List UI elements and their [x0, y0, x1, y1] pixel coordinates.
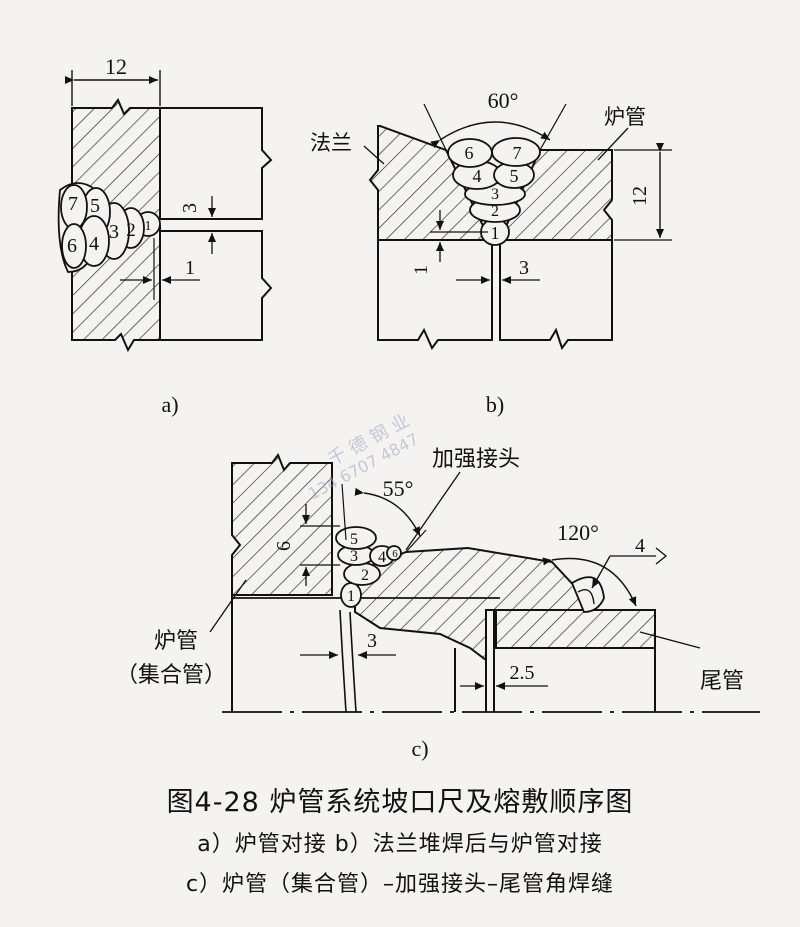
- panel-c-header-tube: [231, 452, 333, 596]
- panel-b-pass-7: 7: [513, 143, 522, 163]
- panel-a-pass-4: 4: [89, 233, 99, 255]
- panel-c-dim-gap: 3: [367, 630, 377, 652]
- panel-c-pass-1: 1: [347, 588, 355, 605]
- figure-caption-line2: c）炉管（集合管）–加强接头–尾管角焊缝: [185, 872, 615, 897]
- panel-b-tube-label: 炉管: [604, 105, 646, 129]
- panel-c-dim-height: 6: [273, 541, 295, 551]
- panel-b-pass-5: 5: [510, 166, 519, 186]
- panel-a-pass-5: 5: [90, 195, 100, 217]
- panel-c-pass-3: 3: [350, 548, 358, 565]
- panel-a-pass-1: 1: [145, 219, 152, 234]
- panel-b-dim-gap: 3: [519, 257, 529, 279]
- panel-a-weld-beads: [57, 182, 161, 273]
- panel-b-text: 60° 法兰 炉管 12 1 3 1 2 3 4 5 6 7 b): [310, 88, 651, 417]
- panel-c-angle-left: 55°: [383, 476, 414, 501]
- panel-a-right-plate-lower: [160, 230, 273, 341]
- panel-c-angle-right: 120°: [557, 520, 599, 545]
- panel-a-pass-2: 2: [126, 220, 136, 241]
- panel-c-pass-4: 4: [378, 549, 386, 566]
- figure-title: 图4-28 炉管系统坡口尺及熔敷顺序图: [166, 787, 634, 818]
- panel-c-label: c): [411, 736, 428, 761]
- panel-b-lower-left: [377, 240, 493, 350]
- figure-caption-line1: a）炉管对接 b）法兰堆焊后与炉管对接: [197, 832, 603, 857]
- panel-a-dim-top: 12: [105, 54, 127, 79]
- panel-c-weld-beads: [335, 526, 402, 608]
- panel-b-pass-2: 2: [491, 203, 499, 220]
- panel-c-tail-label: 尾管: [700, 669, 744, 694]
- panel-b-flange-label: 法兰: [310, 131, 352, 155]
- panel-b-angle: 60°: [488, 88, 519, 113]
- panel-a: [57, 70, 273, 353]
- panel-b-label: b): [486, 392, 504, 417]
- panel-a-right-plate-upper: [160, 107, 273, 220]
- panel-c-text: 55° 120° 加强接头 炉管 （集合管） 尾管 6 3 2.5 4 1 2 …: [116, 447, 744, 761]
- panel-b-pass-6: 6: [465, 143, 474, 163]
- panel-c-fillet-size: 4: [635, 535, 645, 557]
- panel-c-pass-2: 2: [361, 567, 369, 584]
- panel-c-tail-pipe: [495, 609, 656, 649]
- panel-b-dim-root: 1: [411, 265, 432, 275]
- panel-c-pass-5: 5: [350, 531, 358, 548]
- panel-b-pass-3: 3: [491, 186, 499, 203]
- panel-a-label: a): [161, 392, 178, 417]
- panel-b-dim-height: 12: [629, 186, 651, 206]
- panel-b-tube: [498, 149, 613, 241]
- panel-c-header-label-2: （集合管）: [116, 663, 226, 688]
- panel-b-pass-4: 4: [473, 166, 482, 186]
- panel-b: [363, 103, 672, 351]
- panel-c-pass-6: 6: [392, 548, 398, 560]
- panel-a-text: 12 3 1 1 2 3 4 5 6 7 a): [67, 54, 201, 417]
- panel-c-dim-gap2: 2.5: [510, 662, 535, 684]
- panel-a-pass-6: 6: [67, 235, 77, 257]
- panel-a-pass-7: 7: [68, 193, 78, 215]
- panel-b-pass-1: 1: [491, 223, 500, 243]
- panel-a-dim-root: 1: [185, 257, 195, 279]
- panel-a-pass-3: 3: [109, 221, 119, 243]
- panel-c-reinforce-label: 加强接头: [432, 447, 520, 472]
- panel-c: [209, 452, 760, 713]
- panel-a-dim-gap: 3: [179, 203, 201, 213]
- panel-c-header-label-1: 炉管: [154, 629, 198, 654]
- panel-b-lower-right: [499, 240, 613, 351]
